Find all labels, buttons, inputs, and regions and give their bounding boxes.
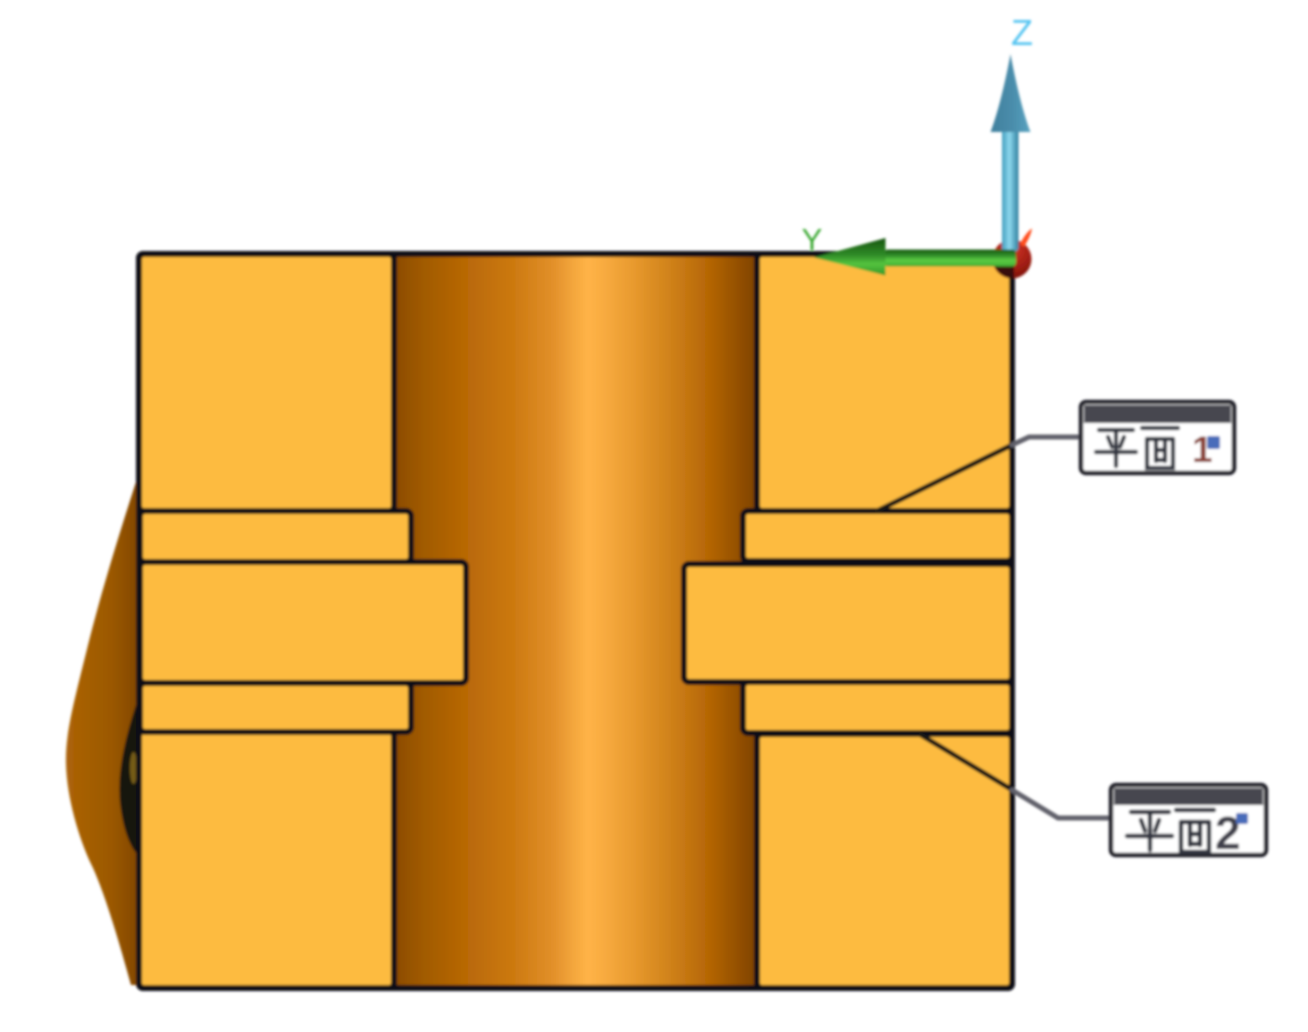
svg-text:Y: Y: [802, 222, 823, 257]
svg-text:Z: Z: [1011, 12, 1033, 53]
svg-text:1: 1: [1192, 429, 1213, 470]
